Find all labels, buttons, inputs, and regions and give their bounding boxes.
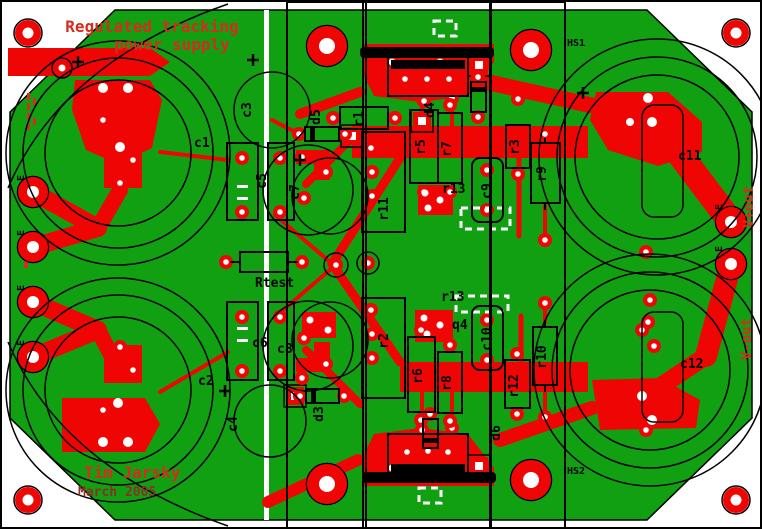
terminal-label: E: [714, 204, 725, 210]
capacitor-c3-outline: [233, 71, 311, 149]
ref-c9: c9: [480, 183, 495, 199]
board-title-line2: power supply: [114, 35, 230, 54]
ref-hs2: HS2: [567, 466, 585, 477]
ref-r3: r3: [508, 139, 523, 155]
ref-d3: d3: [312, 406, 327, 422]
ref-c1: c1: [194, 136, 210, 151]
transistor-circle: [262, 300, 354, 392]
resistor-r12-outline: [504, 359, 531, 409]
ic-outline-lower: [361, 297, 406, 399]
ref-c12: c12: [680, 357, 703, 372]
date-text: March 2005: [78, 485, 156, 500]
ref-r1: r1: [352, 111, 367, 127]
terminal-label: E: [16, 340, 27, 346]
ref-c11: c11: [678, 149, 702, 164]
pad: [509, 28, 553, 72]
resistor-r6-outline: [407, 336, 436, 413]
ref-c10: c10: [480, 327, 495, 351]
pad: [509, 458, 553, 502]
corner-arc: [7, 3, 229, 189]
ref-rtest: Rtest: [255, 276, 294, 291]
resistor-r7-outline: [437, 112, 463, 184]
film-cap-outline: [226, 301, 259, 381]
capacitor-c9-outline: [471, 157, 504, 223]
ref-r8: r8: [440, 375, 455, 391]
board-title-line1: Regulated tracking: [65, 17, 238, 36]
ref-c4: c4: [226, 416, 241, 432]
pad: [305, 24, 349, 68]
ref-c5: c5: [255, 173, 270, 189]
diode-d4-outline: [470, 81, 487, 113]
ref-r6: r6: [411, 368, 426, 384]
transistor-circle: [262, 144, 354, 236]
ref-q4: q4: [452, 318, 468, 333]
pad: [305, 462, 349, 506]
to220-upper: [360, 47, 494, 97]
vout-positive-label: V+out: [741, 186, 757, 228]
film-cap-outline-c6: [267, 301, 295, 381]
bracket-outline: [489, 1, 566, 529]
output-terminal-pad: [714, 247, 748, 281]
ref-r5: r5: [414, 139, 429, 155]
capacitor-c4-outline: [233, 384, 307, 458]
ref-c3: c3: [240, 102, 255, 118]
to220-lower: [362, 433, 496, 483]
terminal-label: E: [16, 175, 27, 181]
capacitor-c11-outline: [538, 38, 762, 276]
transistor-circle: [291, 157, 369, 235]
film-cap-outline: [226, 142, 259, 221]
resistor-r8-outline: [437, 351, 463, 414]
ref-d6: d6: [489, 425, 504, 441]
silkscreen-divider-line: [264, 10, 269, 520]
ref-r11: r11: [377, 197, 392, 221]
mount-hole: [13, 18, 43, 48]
transistor-circle: [291, 301, 369, 379]
ref-c8: c8: [277, 342, 293, 357]
ic-outline-upper: [361, 131, 406, 233]
diode-d5-outline: [304, 126, 340, 142]
mount-hole: [721, 18, 751, 48]
ref-c7: c7: [288, 184, 303, 200]
capacitor-c1-outline: [5, 40, 231, 266]
small-transistor-outline: [356, 251, 380, 275]
mount-hole: [13, 485, 43, 515]
ref-hs1: HS1: [567, 38, 585, 49]
vout-negative-label: V-out: [739, 318, 755, 360]
terminal-label: E: [16, 285, 27, 291]
ref-r9: r9: [535, 166, 550, 182]
ref-r2: r2: [377, 333, 392, 349]
ref-c6: c6: [252, 336, 268, 351]
ref-r10: r10: [535, 345, 550, 369]
mount-hole: [721, 485, 751, 515]
diode-d3-outline: [305, 388, 340, 404]
ref-r7: r7: [440, 141, 455, 157]
author-text: Tim Jarsky: [84, 463, 181, 482]
silkscreen-text: Regulated tracking power supply Tim Jars…: [16, 17, 757, 500]
ref-d5: d5: [309, 109, 324, 125]
silkscreen-marks: [98, 19, 657, 505]
ref-r12: r12: [507, 374, 522, 397]
corner-arc: [7, 341, 229, 527]
ref-r13-lower: r13: [441, 290, 464, 305]
resistor-r1-outline: [339, 106, 389, 130]
capacitor-c10-outline: [471, 305, 504, 371]
ref-d4: d4: [423, 102, 438, 118]
small-transistor-outline: [323, 252, 349, 278]
terminal-label: E: [714, 246, 725, 252]
film-cap-outline-c5: [267, 142, 295, 221]
ref-c2: c2: [198, 374, 214, 389]
ref-r13-upper: r13: [442, 182, 465, 197]
terminal-label: E: [16, 230, 27, 236]
